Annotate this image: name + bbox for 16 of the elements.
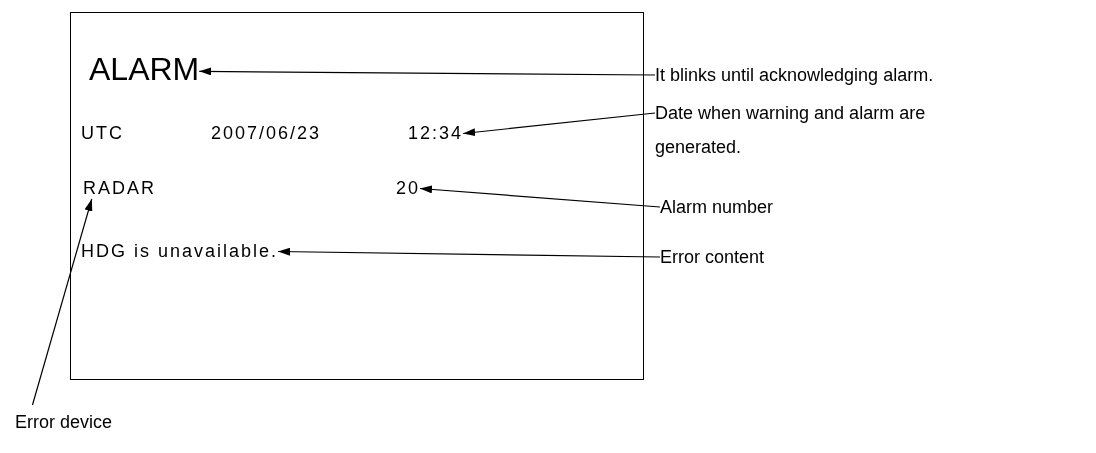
callout-text: Error content [660, 240, 765, 274]
device-name: RADAR [83, 178, 156, 199]
callout-text: Error device [15, 405, 113, 439]
alarm-number: 20 [396, 178, 421, 199]
callout-text: Date when warning and alarm are generated. [655, 96, 955, 164]
alarm-heading: ALARM [89, 51, 200, 88]
leader-arrow [462, 112, 656, 137]
leader-arrow [198, 67, 656, 76]
leader-arrow [419, 185, 661, 208]
display-screen [70, 12, 644, 380]
leader-arrow [31, 198, 93, 406]
callout-text: Alarm number [660, 190, 774, 224]
date-time-text: UTC 2007/06/23 12:34 [81, 123, 464, 144]
error-message: HDG is unavailable. [81, 241, 279, 262]
callout-text: It blinks until acknowledging alarm. [655, 58, 934, 92]
leader-arrow [277, 247, 661, 258]
